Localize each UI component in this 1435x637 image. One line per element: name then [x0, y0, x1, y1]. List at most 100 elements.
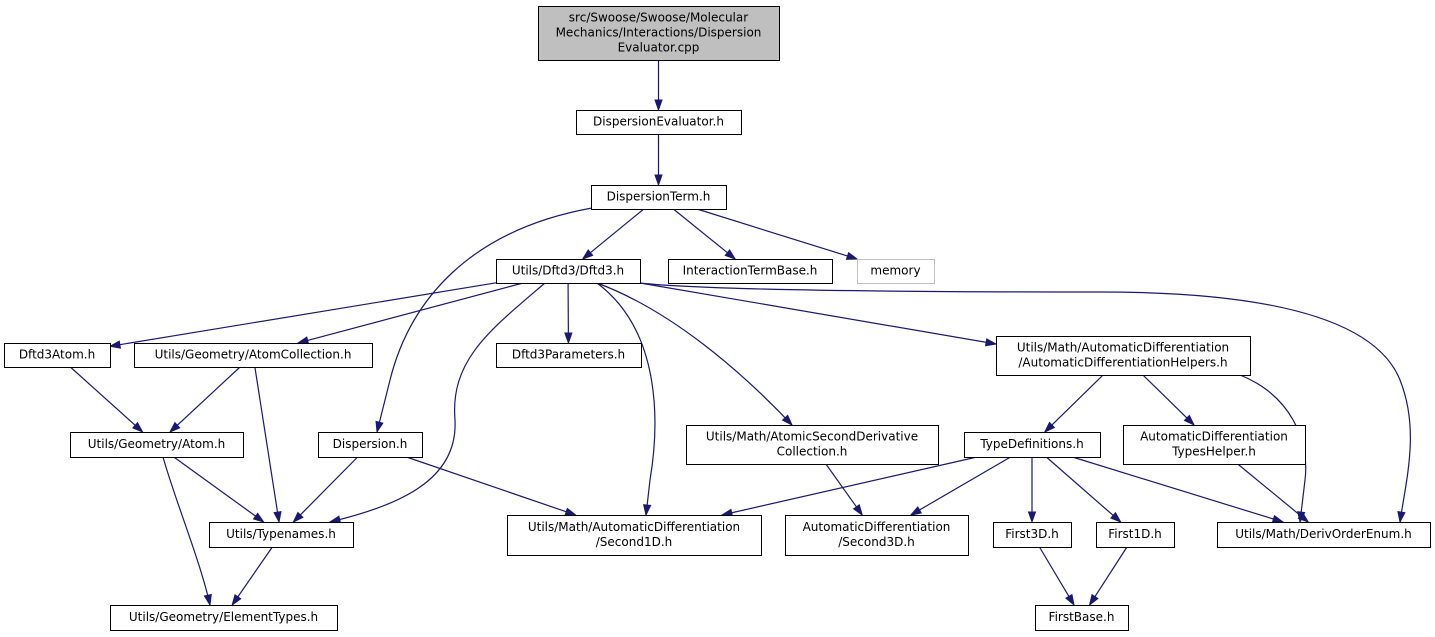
node-box — [318, 432, 423, 458]
arrowhead — [1297, 512, 1310, 523]
node-first3d-h[interactable]: First3D.h — [993, 522, 1072, 548]
node-dispersion-term-h[interactable]: DispersionTerm.h — [591, 185, 727, 210]
arrowhead — [168, 421, 181, 434]
edge-line — [236, 546, 273, 598]
edge-line — [1045, 456, 1115, 517]
node-box — [507, 515, 762, 556]
edge-line — [306, 282, 524, 342]
edge-line — [730, 456, 978, 514]
node-label: AutomaticDifferentiation — [1140, 430, 1288, 444]
node-dftd3-parameters-h[interactable]: Dftd3Parameters.h — [496, 343, 642, 368]
edge-line — [1038, 546, 1070, 598]
node-box — [110, 605, 338, 631]
node-second3d-h[interactable]: AutomaticDifferentiation/Second3D.h — [785, 515, 969, 556]
edge-dftd3-h-to-dftd3-parameters-h — [564, 282, 573, 345]
node-label: memory — [870, 264, 920, 278]
edge-first1d-h-to-first-base-h — [1088, 546, 1128, 607]
node-box — [496, 343, 642, 368]
edge-dispersion-h-to-typenames-h — [292, 456, 359, 524]
node-label: Utils/Math/AutomaticDifferentiation — [1017, 341, 1229, 355]
edge-line — [69, 366, 137, 427]
edge-line — [639, 282, 1411, 523]
edge-dftd3-h-to-ad-helpers-h — [639, 282, 998, 347]
edge-line — [1093, 546, 1128, 598]
node-interaction-term-base-h[interactable]: InteractionTermBase.h — [668, 259, 833, 284]
node-label: First3D.h — [1005, 527, 1059, 541]
node-atom-collection-h[interactable]: Utils/Geometry/AtomCollection.h — [134, 343, 373, 368]
edge-dftd3-h-to-atom-collection-h — [296, 282, 524, 345]
edge-root-to-dispersion-evaluator-h — [654, 60, 663, 112]
edge-line — [825, 463, 858, 509]
arrowhead — [131, 421, 144, 434]
edge-first3d-h-to-first-base-h — [1038, 546, 1075, 607]
edge-type-definitions-h-to-second3d-h — [909, 456, 1011, 516]
node-box — [496, 259, 641, 284]
node-ad-helpers-h[interactable]: Utils/Math/AutomaticDifferentiation/Auto… — [996, 336, 1251, 376]
arrowhead — [654, 99, 663, 112]
node-label: DispersionTerm.h — [607, 190, 711, 204]
edge-line — [376, 207, 593, 433]
node-deriv-order-enum-h[interactable]: Utils/Math/DerivOrderEnum.h — [1217, 522, 1431, 548]
node-atomic-second-derivative-h[interactable]: Utils/Math/AtomicSecondDerivativeCollect… — [686, 425, 939, 465]
edge-dispersion-term-h-to-dispersion-h — [375, 207, 593, 434]
edge-line — [672, 208, 729, 254]
arrowhead — [781, 414, 794, 427]
node-label: InteractionTermBase.h — [683, 264, 818, 278]
node-box — [996, 336, 1251, 376]
node-dftd3-h[interactable]: Utils/Dftd3/Dftd3.h — [496, 259, 641, 284]
node-type-definitions-h[interactable]: TypeDefinitions.h — [964, 432, 1101, 458]
node-root[interactable]: src/Swoose/Swoose/MolecularMechanics/Int… — [538, 6, 780, 61]
node-label: First1D.h — [1108, 527, 1162, 541]
node-first1d-h[interactable]: First1D.h — [1096, 522, 1175, 548]
node-dispersion-h[interactable]: Dispersion.h — [318, 432, 423, 458]
node-dispersion-evaluator-h[interactable]: DispersionEvaluator.h — [576, 110, 742, 135]
edge-type-definitions-h-to-deriv-order-enum-h — [1072, 456, 1285, 523]
edge-dftd3-h-to-second1d-h — [596, 282, 656, 517]
node-label: src/Swoose/Swoose/Molecular — [569, 11, 748, 25]
arrowhead — [252, 512, 265, 523]
node-box — [576, 110, 742, 135]
node-box — [964, 432, 1101, 458]
node-label: Utils/Math/DerivOrderEnum.h — [1235, 527, 1412, 541]
edge-atom-h-to-element-types-h — [162, 456, 212, 607]
arrowhead — [1183, 414, 1196, 427]
arrowhead — [909, 506, 923, 516]
arrowhead — [292, 511, 304, 524]
edge-line — [596, 282, 793, 426]
node-box — [209, 522, 354, 548]
node-label: FirstBase.h — [1049, 610, 1115, 624]
node-label: Utils/Geometry/ElementTypes.h — [129, 610, 318, 624]
node-label: Utils/Dftd3/Dftd3.h — [512, 264, 624, 278]
node-label: Utils/Typenames.h — [226, 527, 336, 541]
edge-line — [299, 456, 359, 517]
node-label: Utils/Math/AutomaticDifferentiation — [528, 520, 740, 534]
node-box — [538, 6, 780, 61]
node-element-types-h[interactable]: Utils/Geometry/ElementTypes.h — [110, 605, 338, 631]
node-second1d-h[interactable]: Utils/Math/AutomaticDifferentiation/Seco… — [507, 515, 762, 556]
node-typenames-h[interactable]: Utils/Typenames.h — [209, 522, 354, 548]
node-box — [1217, 522, 1431, 548]
edge-dftd3-h-to-dftd3-atom-h — [108, 282, 497, 349]
node-box — [591, 185, 727, 210]
edge-dftd3-h-to-deriv-order-enum-h — [639, 282, 1411, 524]
edge-line — [162, 456, 211, 606]
edge-type-definitions-h-to-second1d-h — [720, 456, 978, 517]
arrowhead — [203, 593, 212, 607]
node-label: /Second3D.h — [838, 535, 915, 549]
node-atom-h[interactable]: Utils/Geometry/Atom.h — [70, 432, 244, 458]
node-memory[interactable]: memory — [857, 259, 935, 284]
edge-line — [696, 208, 849, 257]
arrowhead — [108, 340, 122, 349]
edge-dftd3-atom-h-to-atom-h — [69, 366, 144, 434]
node-label: Dispersion.h — [333, 437, 408, 451]
edge-line — [118, 282, 497, 346]
node-first-base-h[interactable]: FirstBase.h — [1035, 605, 1129, 631]
edge-typenames-h-to-element-types-h — [231, 546, 273, 607]
arrowhead — [984, 338, 998, 347]
node-dftd3-atom-h[interactable]: Dftd3Atom.h — [4, 343, 111, 368]
edge-dftd3-h-to-atomic-second-derivative-h — [596, 282, 794, 427]
arrowhead — [845, 251, 859, 260]
edge-type-definitions-h-to-first1d-h — [1045, 456, 1122, 523]
edge-line — [1142, 374, 1189, 420]
